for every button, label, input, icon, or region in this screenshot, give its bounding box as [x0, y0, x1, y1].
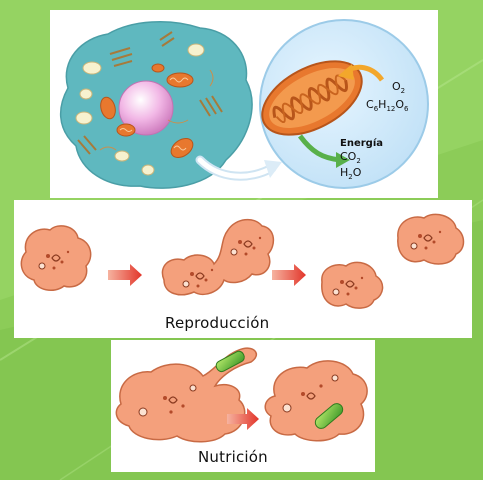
co2-label: CO2 [340, 150, 361, 165]
food-vacuole [314, 403, 344, 429]
reproduction-diagram [20, 213, 465, 309]
amoeba-dividing [161, 218, 275, 296]
output-arrow [298, 134, 341, 163]
cell-mitochondria-panel: O2 C6H12O6 Energía CO2 H2O [50, 10, 438, 198]
mitochondrion [261, 60, 363, 136]
amoeba-daughter-2 [397, 213, 465, 265]
amoeba-fed [264, 360, 368, 442]
energy-label: Energía [340, 137, 383, 149]
water-label: H2O [340, 166, 362, 181]
nutrition-caption: Nutrición [198, 448, 268, 466]
oxygen-label: O2 [392, 80, 405, 95]
nutrition-diagram [115, 347, 368, 443]
amoeba-daughter-1 [321, 261, 384, 309]
arrow-2 [272, 264, 306, 286]
cell-diagram: O2 C6H12O6 Energía CO2 H2O [59, 19, 429, 189]
amoeba-parent [20, 225, 92, 292]
arrow-3 [227, 408, 259, 430]
food-particle [215, 350, 245, 373]
reproduction-panel: Reproducción [14, 200, 472, 338]
nucleus [118, 80, 174, 136]
reproduction-caption: Reproducción [165, 314, 270, 332]
arrow-1 [108, 264, 142, 286]
nutrition-panel: Nutrición [111, 340, 375, 472]
